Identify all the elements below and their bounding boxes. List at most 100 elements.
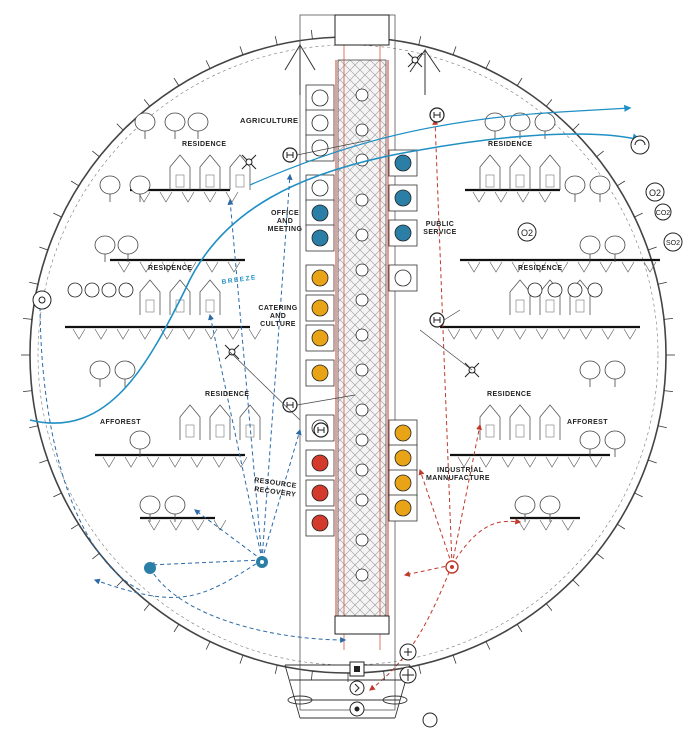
tree-icon	[579, 235, 601, 255]
residence-house	[539, 154, 561, 190]
resource-flow-lines	[39, 173, 347, 643]
frame-spike	[143, 603, 151, 611]
frame-spike	[23, 390, 33, 393]
co2-label: CO2	[656, 210, 671, 217]
signal-icon	[349, 701, 365, 717]
frame-spike	[545, 99, 553, 107]
truss-brace	[168, 456, 182, 468]
industrial-label-2: MANNUFACTURE	[426, 475, 490, 482]
truss-brace	[538, 191, 552, 203]
residence-label-tl: RESIDENCE	[182, 141, 226, 148]
frame-spike	[418, 36, 422, 46]
breeze-flow-line-2	[249, 104, 632, 186]
frame-spike	[485, 641, 491, 650]
truss-brace	[139, 261, 153, 273]
person-icon	[587, 282, 603, 298]
residence-label-ll: RESIDENCE	[205, 391, 249, 398]
module-icon	[311, 179, 329, 197]
so2-icon: SO2	[663, 232, 683, 252]
afforest-label-right: AFFOREST	[567, 419, 608, 426]
truss-brace	[579, 328, 593, 340]
module-icon	[394, 154, 412, 172]
core-icon	[355, 228, 369, 242]
frame-spike	[205, 641, 211, 650]
core-icon	[355, 153, 369, 167]
residence-label-lr: RESIDENCE	[487, 391, 531, 398]
truss-brace	[161, 261, 175, 273]
residence-house	[199, 279, 221, 315]
truss-brace	[116, 328, 130, 340]
tree-icon	[134, 112, 156, 132]
module-icon	[394, 189, 412, 207]
house-window	[575, 299, 585, 313]
residence-house	[569, 279, 591, 315]
frame-spike	[663, 317, 673, 320]
residence-label-tr: RESIDENCE	[488, 141, 532, 148]
person-icon	[101, 282, 117, 298]
tree-icon	[129, 175, 151, 195]
truss-brace	[533, 261, 547, 273]
truss-brace	[516, 191, 530, 203]
module-icon	[394, 499, 412, 517]
oxygen-icon: O2	[645, 182, 665, 202]
frame-spike	[92, 552, 100, 560]
person-icon	[567, 282, 583, 298]
truss-brace	[94, 328, 108, 340]
frame-spike	[596, 552, 604, 560]
frame-spike	[648, 246, 657, 251]
core-icon	[355, 293, 369, 307]
core-icon	[355, 533, 369, 547]
person-icon	[84, 282, 100, 298]
core-icon	[355, 568, 369, 582]
truss-brace	[601, 328, 615, 340]
industrial-hub-icon	[445, 560, 459, 574]
truss-brace	[169, 519, 183, 531]
blue-drop-icon	[144, 562, 156, 574]
truss-brace	[623, 328, 637, 340]
person-icon	[547, 282, 563, 298]
breeze-label: BREEZE	[221, 274, 257, 286]
co2-icon: CO2	[654, 203, 672, 221]
frame-spike	[648, 459, 657, 464]
truss-brace	[599, 261, 613, 273]
truss-brace	[102, 456, 116, 468]
truss-brace	[227, 261, 241, 273]
house-window	[515, 299, 525, 313]
residence-house	[509, 404, 531, 440]
truss-brace	[191, 519, 205, 531]
o2-label-2: O2	[521, 228, 533, 238]
core-icon	[355, 433, 369, 447]
truss-brace	[501, 456, 515, 468]
residence-house	[509, 279, 531, 315]
battery-icon	[349, 661, 365, 677]
residence-house	[509, 154, 531, 190]
truss-brace	[204, 328, 218, 340]
house-window	[215, 424, 225, 438]
truss-brace	[124, 456, 138, 468]
truss-brace	[248, 328, 262, 340]
truss-brace	[225, 191, 239, 203]
residence-house	[229, 154, 251, 190]
tree-icon	[564, 175, 586, 195]
truss-brace	[183, 261, 197, 273]
cable-line	[296, 394, 356, 406]
tree-icon	[164, 112, 186, 132]
house-window	[205, 299, 215, 313]
fan-icon	[399, 666, 417, 684]
house-window	[485, 424, 495, 438]
tree-icon	[579, 430, 601, 450]
truss-brace	[203, 191, 217, 203]
cable-line	[443, 309, 461, 321]
truss-brace	[182, 328, 196, 340]
module-icon	[311, 329, 329, 347]
module-icon	[311, 364, 329, 382]
tree-icon	[484, 112, 506, 132]
frame-spike	[516, 624, 523, 633]
zone-labels: AGRICULTURE RESIDENCE RESIDENCE RESIDENC…	[100, 116, 608, 499]
truss-brace	[147, 519, 161, 531]
industrial-label-1: INDUSTRIAL	[437, 467, 484, 474]
module-icon	[311, 114, 329, 132]
cycle-icon-left	[32, 290, 52, 310]
frame-spike	[634, 492, 643, 498]
house-window	[515, 174, 525, 188]
